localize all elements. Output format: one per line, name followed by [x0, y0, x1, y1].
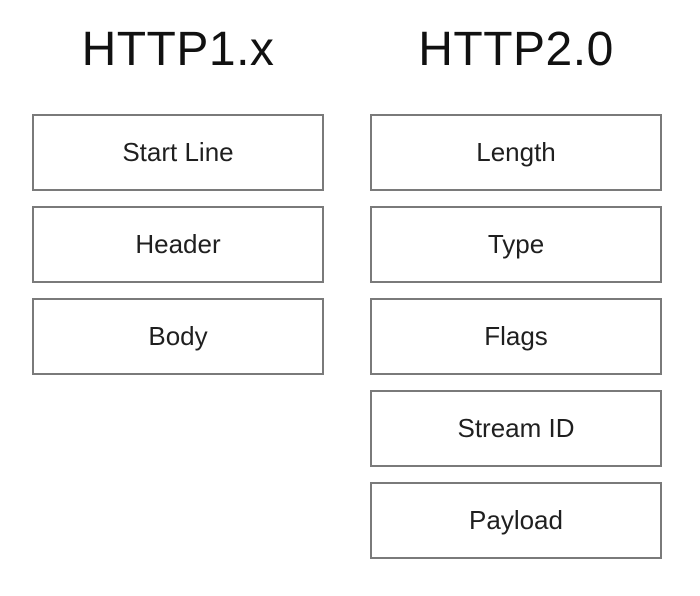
http1-message-structure: Start Line Header Body: [32, 114, 324, 390]
http1-title: HTTP1.x: [81, 23, 275, 76]
http1-header-box: Header: [32, 206, 324, 283]
http2-title: HTTP2.0: [418, 23, 614, 76]
http2-frame-structure: Length Type Flags Stream ID Payload: [370, 114, 662, 574]
http2-flags-box: Flags: [370, 298, 662, 375]
http1-body-box: Body: [32, 298, 324, 375]
http2-stream-id-box: Stream ID: [370, 390, 662, 467]
http2-payload-box: Payload: [370, 482, 662, 559]
http1-start-line-box: Start Line: [32, 114, 324, 191]
http2-length-box: Length: [370, 114, 662, 191]
http2-type-box: Type: [370, 206, 662, 283]
